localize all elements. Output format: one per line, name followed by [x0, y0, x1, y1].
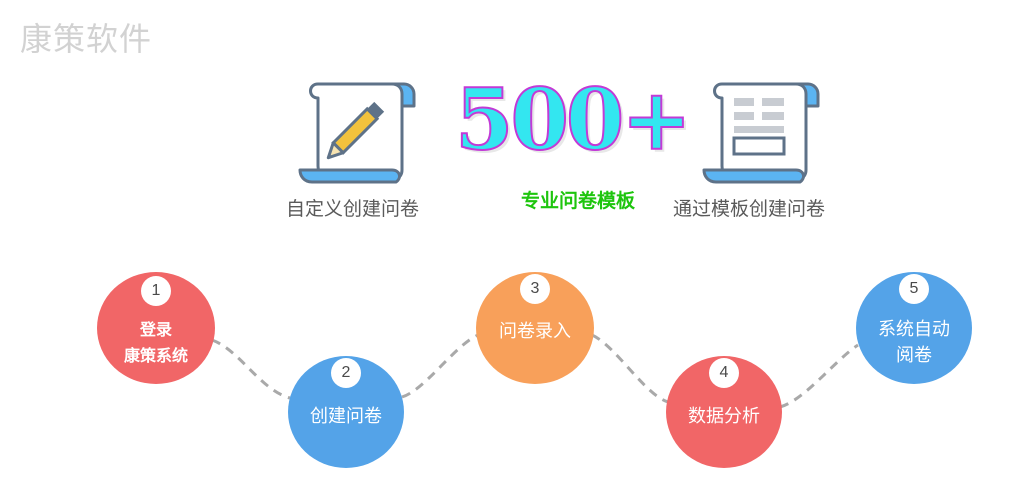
- step-1-number: 1: [141, 276, 171, 306]
- step-2-number: 2: [331, 358, 361, 388]
- step-3-label: 问卷录入: [499, 321, 571, 342]
- step-4-number: 4: [709, 358, 739, 388]
- custom-create-caption: 自定义创建问卷: [286, 198, 420, 220]
- template-create-caption: 通过模板创建问卷: [673, 198, 826, 220]
- document-scroll-icon: [700, 78, 825, 192]
- step-3-entry: 3 问卷录入: [476, 272, 594, 384]
- template-subtitle: 专业问卷模板: [521, 190, 636, 212]
- template-count: 500+: [454, 70, 693, 169]
- step-3-number: 3: [520, 274, 550, 304]
- step-2-create: 2 创建问卷: [288, 356, 404, 468]
- step-5-auto-grade: 5 系统自动 阅卷: [856, 272, 972, 384]
- step-5-label: 系统自动 阅卷: [878, 319, 950, 366]
- step-1-login: 1 登录 康策系统: [97, 272, 215, 384]
- step-4-analysis: 4 数据分析: [666, 356, 782, 468]
- step-1-label: 登录 康策系统: [123, 320, 188, 365]
- pencil-scroll-icon: [296, 78, 421, 192]
- step-5-number: 5: [899, 274, 929, 304]
- brand-watermark: 康策软件: [20, 20, 153, 58]
- step-4-label: 数据分析: [688, 406, 760, 427]
- step-2-label: 创建问卷: [310, 406, 382, 427]
